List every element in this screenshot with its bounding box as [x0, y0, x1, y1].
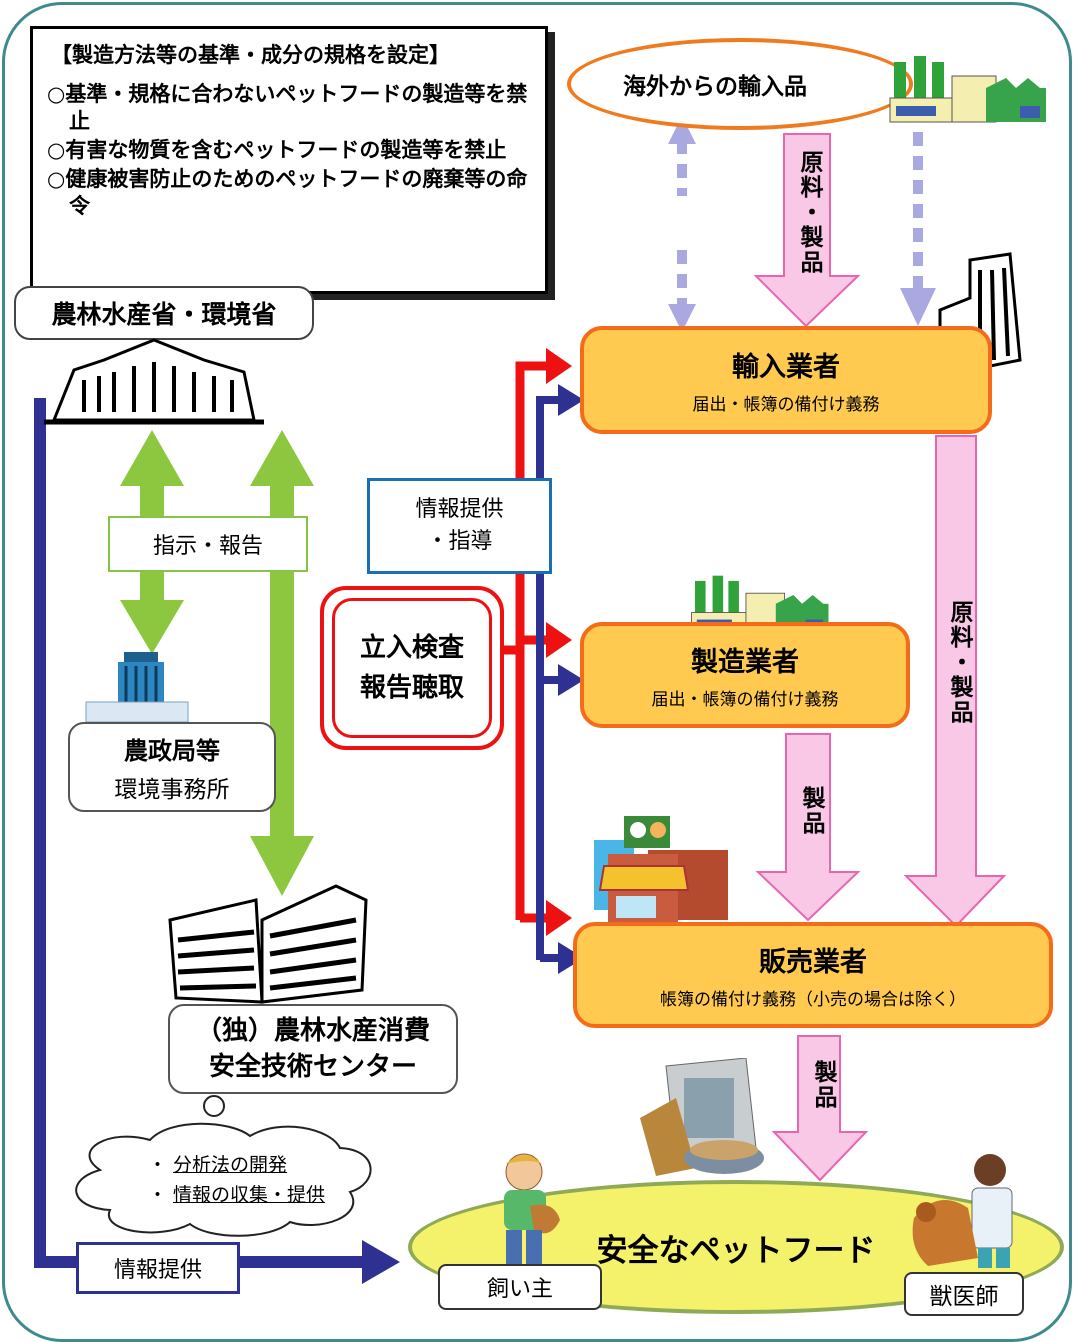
regulation-item: ○基準・規格に合わないペットフードの製造等を禁止 [47, 82, 528, 133]
manufacturer-box: 製造業者 届出・帳簿の備付け義務 [580, 622, 910, 728]
government-building-icon [44, 338, 264, 425]
famic-line: 安全技術センター [208, 1052, 417, 1082]
famic-box: （独）農林水産消費 安全技術センター [168, 1004, 458, 1094]
navy-info-line [34, 398, 370, 1268]
famic-tasks: ・ 分析法の開発 ・ 情報の収集・提供 [148, 1150, 325, 1210]
regional-office-box: 農政局等 環境事務所 [68, 722, 276, 812]
regulation-title: 【製造方法等の基準・成分の規格を設定】 [51, 43, 450, 67]
lavender-dashed-arrows [677, 132, 923, 304]
famic-task-text: 情報の収集・提供 [173, 1184, 326, 1206]
importer-title: 輸入業者 [732, 352, 840, 383]
pink-arrows [753, 133, 1007, 1182]
retailer-title: 販売業者 [759, 947, 867, 978]
factory-icon [889, 56, 1046, 123]
importer-duty: 届出・帳簿の備付け義務 [692, 395, 880, 415]
ministry-label: 農林水産省・環境省 [14, 286, 314, 340]
flow-label-product: 製品 [810, 1060, 836, 1110]
info-guidance-box: 情報提供 ・指導 [367, 478, 552, 574]
info-guidance-line: ・指導 [426, 529, 493, 554]
instruction-report-label: 指示・報告 [108, 516, 308, 572]
navy-info-arrowhead [362, 1240, 400, 1284]
import-source-label: 海外からの輸入品 [623, 74, 807, 100]
pet-owner-icon [504, 1153, 560, 1264]
regional-office-sub: 環境事務所 [114, 776, 230, 803]
famic-line: （独）農林水産消費 [195, 1016, 430, 1046]
inspection-line: 立入検査 [359, 633, 464, 663]
flow-label-product: 製品 [798, 786, 824, 836]
inspection-box: 立入検査 報告聴取 [320, 586, 504, 750]
famic-task-text: 分析法の開発 [173, 1154, 288, 1176]
owner-label: 飼い主 [438, 1264, 602, 1310]
pet-food-icon [640, 1058, 764, 1176]
manufacturer-duty: 届出・帳簿の備付け義務 [651, 690, 839, 710]
regulation-box: 【製造方法等の基準・成分の規格を設定】 ○基準・規格に合わないペットフードの製造… [30, 26, 548, 294]
info-provision-label: 情報提供 [76, 1242, 240, 1294]
famic-building-icon [168, 884, 368, 1004]
flow-label-raw-products: 原料・製品 [946, 600, 972, 725]
manufacturer-title: 製造業者 [691, 647, 799, 678]
regulation-item: ○有害な物質を含むペットフードの製造等を禁止 [47, 138, 507, 162]
inspection-line: 報告聴取 [359, 673, 464, 703]
famic-task: ・ 情報の収集・提供 [148, 1184, 326, 1206]
veterinarian-icon [912, 1154, 1013, 1268]
green-arrow-famic [250, 430, 314, 896]
info-guidance-line: 情報提供 [415, 497, 504, 522]
safe-pet-food-label: 安全なペットフード [596, 1232, 876, 1269]
pet-shop-icon [594, 816, 738, 938]
famic-cloud [75, 1095, 372, 1237]
regional-office-title: 農政局等 [124, 736, 220, 765]
regional-office-building-icon [85, 652, 189, 723]
famic-task: ・ 分析法の開発 [148, 1154, 288, 1176]
importer-box: 輸入業者 届出・帳簿の備付け義務 [580, 326, 992, 434]
import-source-oval: 海外からの輸入品 [567, 38, 913, 130]
red-arrowheads [546, 348, 572, 936]
vet-label: 獣医師 [904, 1272, 1024, 1316]
flow-label-raw-products: 原料・製品 [796, 150, 822, 275]
retailer-duty: 帳簿の備付け義務（小売の場合は除く） [660, 990, 966, 1010]
regulation-item: ○健康被害防止のためのペットフードの廃棄等の命令 [47, 167, 528, 218]
retailer-box: 販売業者 帳簿の備付け義務（小売の場合は除く） [573, 922, 1053, 1028]
navy-arrowheads [558, 384, 584, 974]
